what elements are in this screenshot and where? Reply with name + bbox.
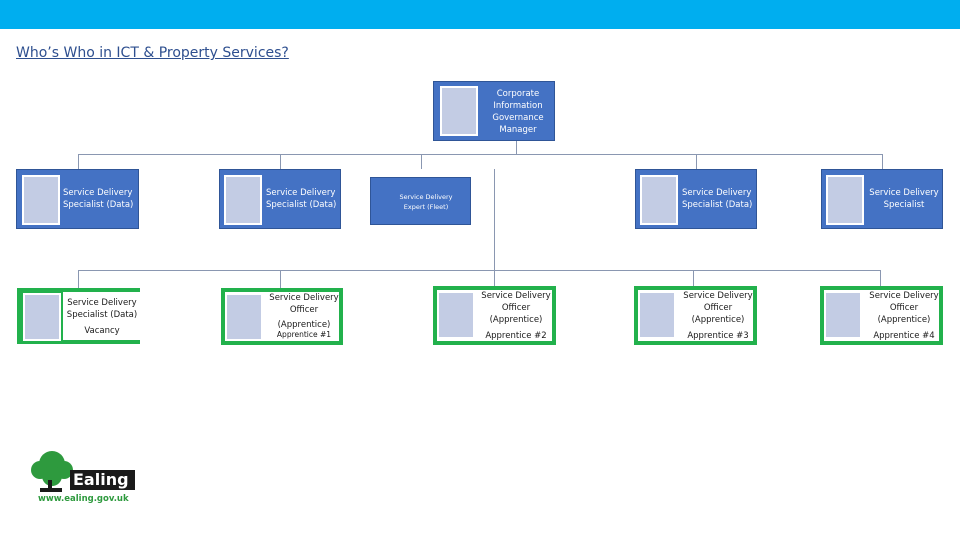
box-name: Apprentice #4 xyxy=(873,331,935,341)
box-name: Apprentice #3 xyxy=(687,331,749,341)
photo-placeholder xyxy=(22,175,60,225)
connector-row2-vertical xyxy=(494,169,495,270)
photo-placeholder xyxy=(440,86,478,136)
connector-row1-drop-5 xyxy=(882,154,883,169)
photo-placeholder xyxy=(824,291,862,339)
photo-placeholder xyxy=(826,175,864,225)
photo-placeholder xyxy=(640,175,678,225)
box-label: Service Delivery Expert (Fleet) xyxy=(399,193,453,211)
photo-placeholder xyxy=(437,291,475,339)
org-box-row2-5: Service Delivery Officer (Apprentice) Ap… xyxy=(820,286,943,345)
box-label: Service Delivery Specialist xyxy=(869,188,939,210)
connector-row2-drop-3 xyxy=(494,270,495,286)
top-accent-bar xyxy=(0,0,960,29)
org-box-row1-3: Service Delivery Expert (Fleet) xyxy=(370,177,471,225)
box-role: Service Delivery Officer (Apprentice) xyxy=(683,291,753,325)
connector-row1-drop-2 xyxy=(280,154,281,169)
connector-row2-drop-2 xyxy=(280,270,281,288)
logo-url: www.ealing.gov.uk xyxy=(38,494,129,504)
box-role: Service Delivery Officer (Apprentice) xyxy=(869,291,939,325)
box-label: Service Delivery Specialist (Data) xyxy=(266,188,337,210)
box-label: Service Delivery Specialist (Data) xyxy=(682,188,753,210)
box-role: Service Delivery Officer xyxy=(269,293,339,315)
logo-name: Ealing xyxy=(73,470,129,489)
connector-row2-drop-1 xyxy=(78,270,79,288)
photo-placeholder xyxy=(638,291,676,339)
box-label: Service Delivery Specialist (Data) xyxy=(63,188,134,210)
box-name: Apprentice #2 xyxy=(485,331,547,341)
ealing-logo: Ealing www.ealing.gov.uk xyxy=(30,448,140,510)
connector-manager-down xyxy=(516,140,517,154)
box-sub: (Apprentice) xyxy=(277,320,331,330)
org-box-row1-1: Service Delivery Specialist (Data) xyxy=(16,169,139,229)
photo-placeholder xyxy=(224,175,262,225)
box-role: Service Delivery Officer (Apprentice) xyxy=(481,291,551,325)
box-role: Service Delivery Specialist (Data) xyxy=(66,298,138,320)
box-label: Corporate Information Governance Manager xyxy=(492,89,544,135)
photo-placeholder xyxy=(225,293,263,341)
org-box-manager: Corporate Information Governance Manager xyxy=(433,81,555,141)
logo-wordmark xyxy=(70,470,135,490)
box-name: Apprentice #1 xyxy=(276,330,332,339)
connector-row2-drop-4 xyxy=(693,270,694,287)
connector-row1-drop-3 xyxy=(421,154,422,169)
page-title: Who’s Who in ICT & Property Services? xyxy=(16,45,289,61)
connector-row2-drop-5 xyxy=(880,270,881,287)
connector-row2-horizontal xyxy=(78,270,881,271)
photo-placeholder xyxy=(23,293,61,341)
org-box-row1-2: Service Delivery Specialist (Data) xyxy=(219,169,341,229)
connector-row1-drop-4 xyxy=(696,154,697,169)
org-box-row1-4: Service Delivery Specialist (Data) xyxy=(635,169,757,229)
box-name: Vacancy xyxy=(84,326,120,336)
connector-row1-horizontal xyxy=(78,154,883,155)
org-box-row2-1: Service Delivery Specialist (Data) Vacan… xyxy=(17,288,140,344)
org-box-row2-4: Service Delivery Officer (Apprentice) Ap… xyxy=(634,286,757,345)
org-box-row2-3: Service Delivery Officer (Apprentice) Ap… xyxy=(433,286,556,345)
org-box-row2-2: Service Delivery Officer (Apprentice) Ap… xyxy=(221,288,343,345)
org-box-row1-5: Service Delivery Specialist xyxy=(821,169,943,229)
connector-row1-drop-1 xyxy=(78,154,79,169)
box-text-panel xyxy=(63,292,140,340)
tree-icon xyxy=(31,451,73,492)
